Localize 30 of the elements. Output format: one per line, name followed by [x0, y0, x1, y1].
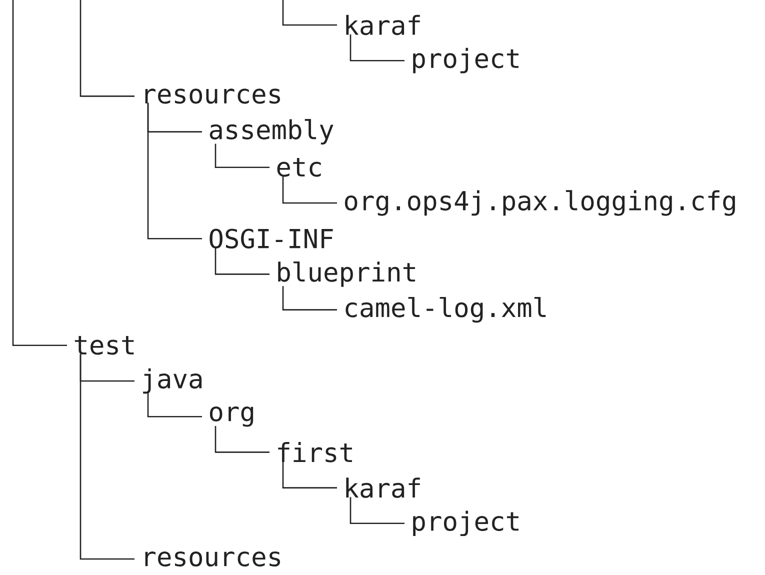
tree-connector	[214, 248, 270, 275]
tree-entry: karaf	[346, 14, 420, 36]
tree-entry: test	[74, 336, 134, 355]
tree-entry: org	[210, 406, 254, 427]
tree-entry: resources	[145, 88, 280, 104]
tree-connector	[12, 0, 67, 346]
tree-connector	[80, 354, 134, 560]
tree-connector	[147, 392, 202, 418]
tree-connector	[350, 497, 404, 524]
tree-connector	[350, 34, 404, 62]
tree-connector	[282, 176, 337, 204]
tree-connector	[282, 0, 337, 26]
tree-entry: OSGI-INF	[210, 228, 333, 248]
tree-entry: first	[278, 442, 352, 462]
tree-entry: java	[143, 368, 202, 394]
tree-connector	[147, 102, 202, 240]
tree-entry: karaf	[346, 478, 420, 498]
tree-connector	[282, 462, 337, 488]
tree-entry: resources	[145, 551, 280, 567]
tree-entry: org.ops4j.pax.logging.cfg	[344, 190, 735, 216]
tree-entry: etc	[277, 158, 321, 177]
tree-connector	[214, 426, 270, 453]
tree-entry: camel-log.xml	[346, 296, 546, 323]
tree-entry: project	[413, 48, 518, 74]
tree-connector	[80, 0, 134, 97]
tree-entry: blueprint	[278, 261, 416, 287]
tree-entry: project	[413, 510, 518, 536]
tree-connector	[282, 286, 337, 310]
tree-entry: assembly	[210, 119, 334, 145]
tree-connector	[214, 144, 270, 168]
